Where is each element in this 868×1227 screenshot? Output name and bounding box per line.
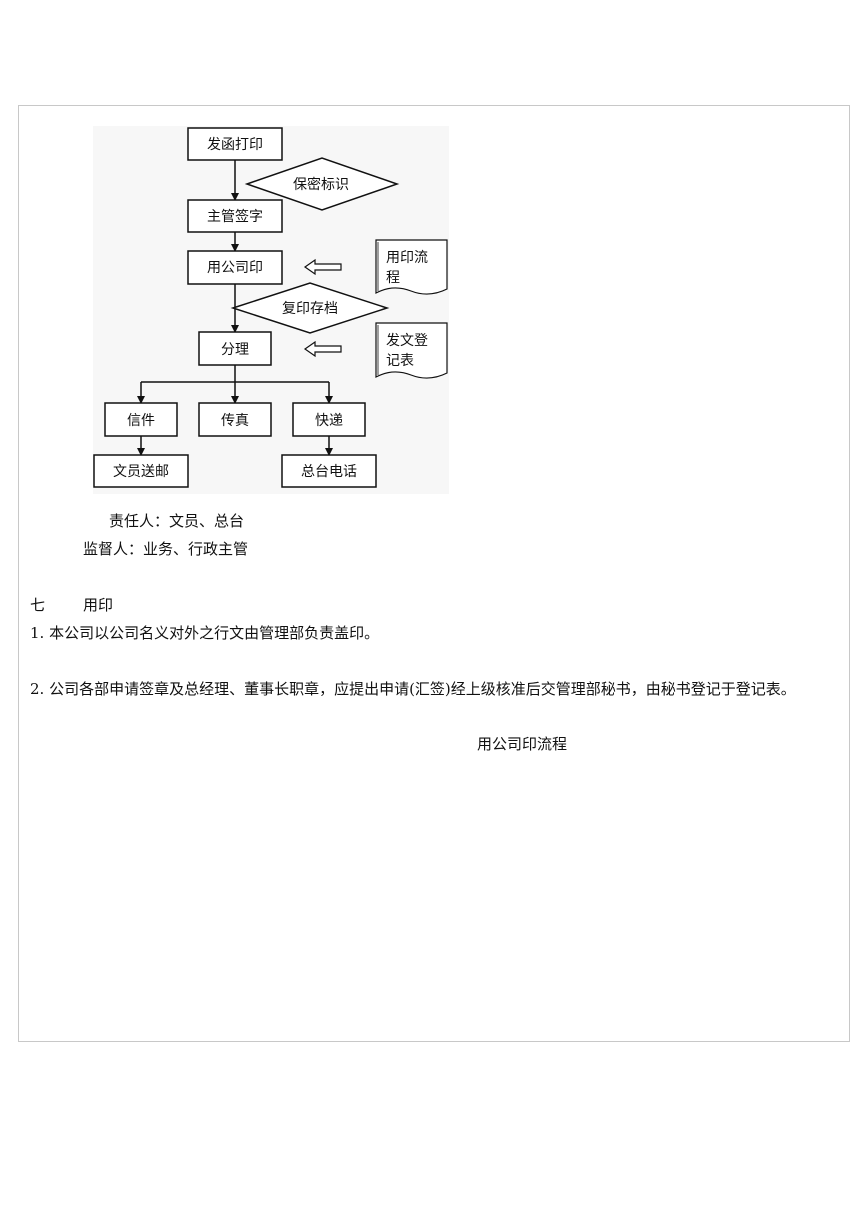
- node-label: 发函打印: [207, 136, 263, 153]
- node-letter: 信件: [104, 402, 178, 437]
- node-label: 保密标识: [293, 176, 349, 193]
- section-title: 用印: [83, 596, 114, 614]
- hollow-arrow-left-icon: [303, 340, 342, 358]
- list-item: 2. 公司各部申请签章及总经理、董事长职章，应提出申请(汇签)经上级核准后交管理…: [30, 680, 796, 698]
- supervisor-person: 监督人：业务、行政主管: [83, 540, 249, 558]
- document-dispatch-register: 发文登 记表: [375, 322, 448, 379]
- node-distribute: 分理: [198, 331, 272, 366]
- document-label-line1: 发文登: [386, 333, 428, 349]
- node-label: 用公司印: [207, 260, 263, 276]
- node-label: 信件: [127, 413, 155, 429]
- node-use-seal: 用公司印: [187, 250, 283, 285]
- figure-caption: 用公司印流程: [477, 735, 568, 753]
- node-clerk-mail: 文员送邮: [93, 454, 189, 488]
- node-label: 主管签字: [207, 208, 263, 225]
- hollow-arrow-left-icon: [303, 258, 342, 276]
- document-seal-flow: 用印流 程: [375, 239, 448, 295]
- node-label: 总台电话: [301, 464, 357, 480]
- node-issue-print: 发函打印: [187, 127, 283, 161]
- node-supervisor-sign: 主管签字: [187, 199, 283, 233]
- node-label: 分理: [221, 342, 249, 358]
- node-label: 复印存档: [282, 300, 338, 317]
- section-number: 七: [30, 596, 46, 614]
- document-label-line2: 程: [386, 270, 400, 286]
- node-label: 文员送邮: [113, 464, 169, 480]
- node-label: 传真: [221, 413, 249, 429]
- list-item: 1. 本公司以公司名义对外之行文由管理部负责盖印。: [30, 624, 380, 642]
- responsible-person: 责任人：文员、总台: [109, 512, 245, 530]
- document-label-line1: 用印流: [386, 250, 428, 266]
- document-label-line2: 记表: [386, 353, 414, 369]
- node-express: 快递: [292, 402, 366, 437]
- node-front-desk-phone: 总台电话: [281, 454, 377, 488]
- node-copy-archive: 复印存档: [230, 282, 390, 334]
- content-frame: [18, 105, 850, 1042]
- node-secret-mark: 保密标识: [244, 157, 400, 211]
- node-label: 快递: [315, 413, 343, 429]
- node-fax: 传真: [198, 402, 272, 437]
